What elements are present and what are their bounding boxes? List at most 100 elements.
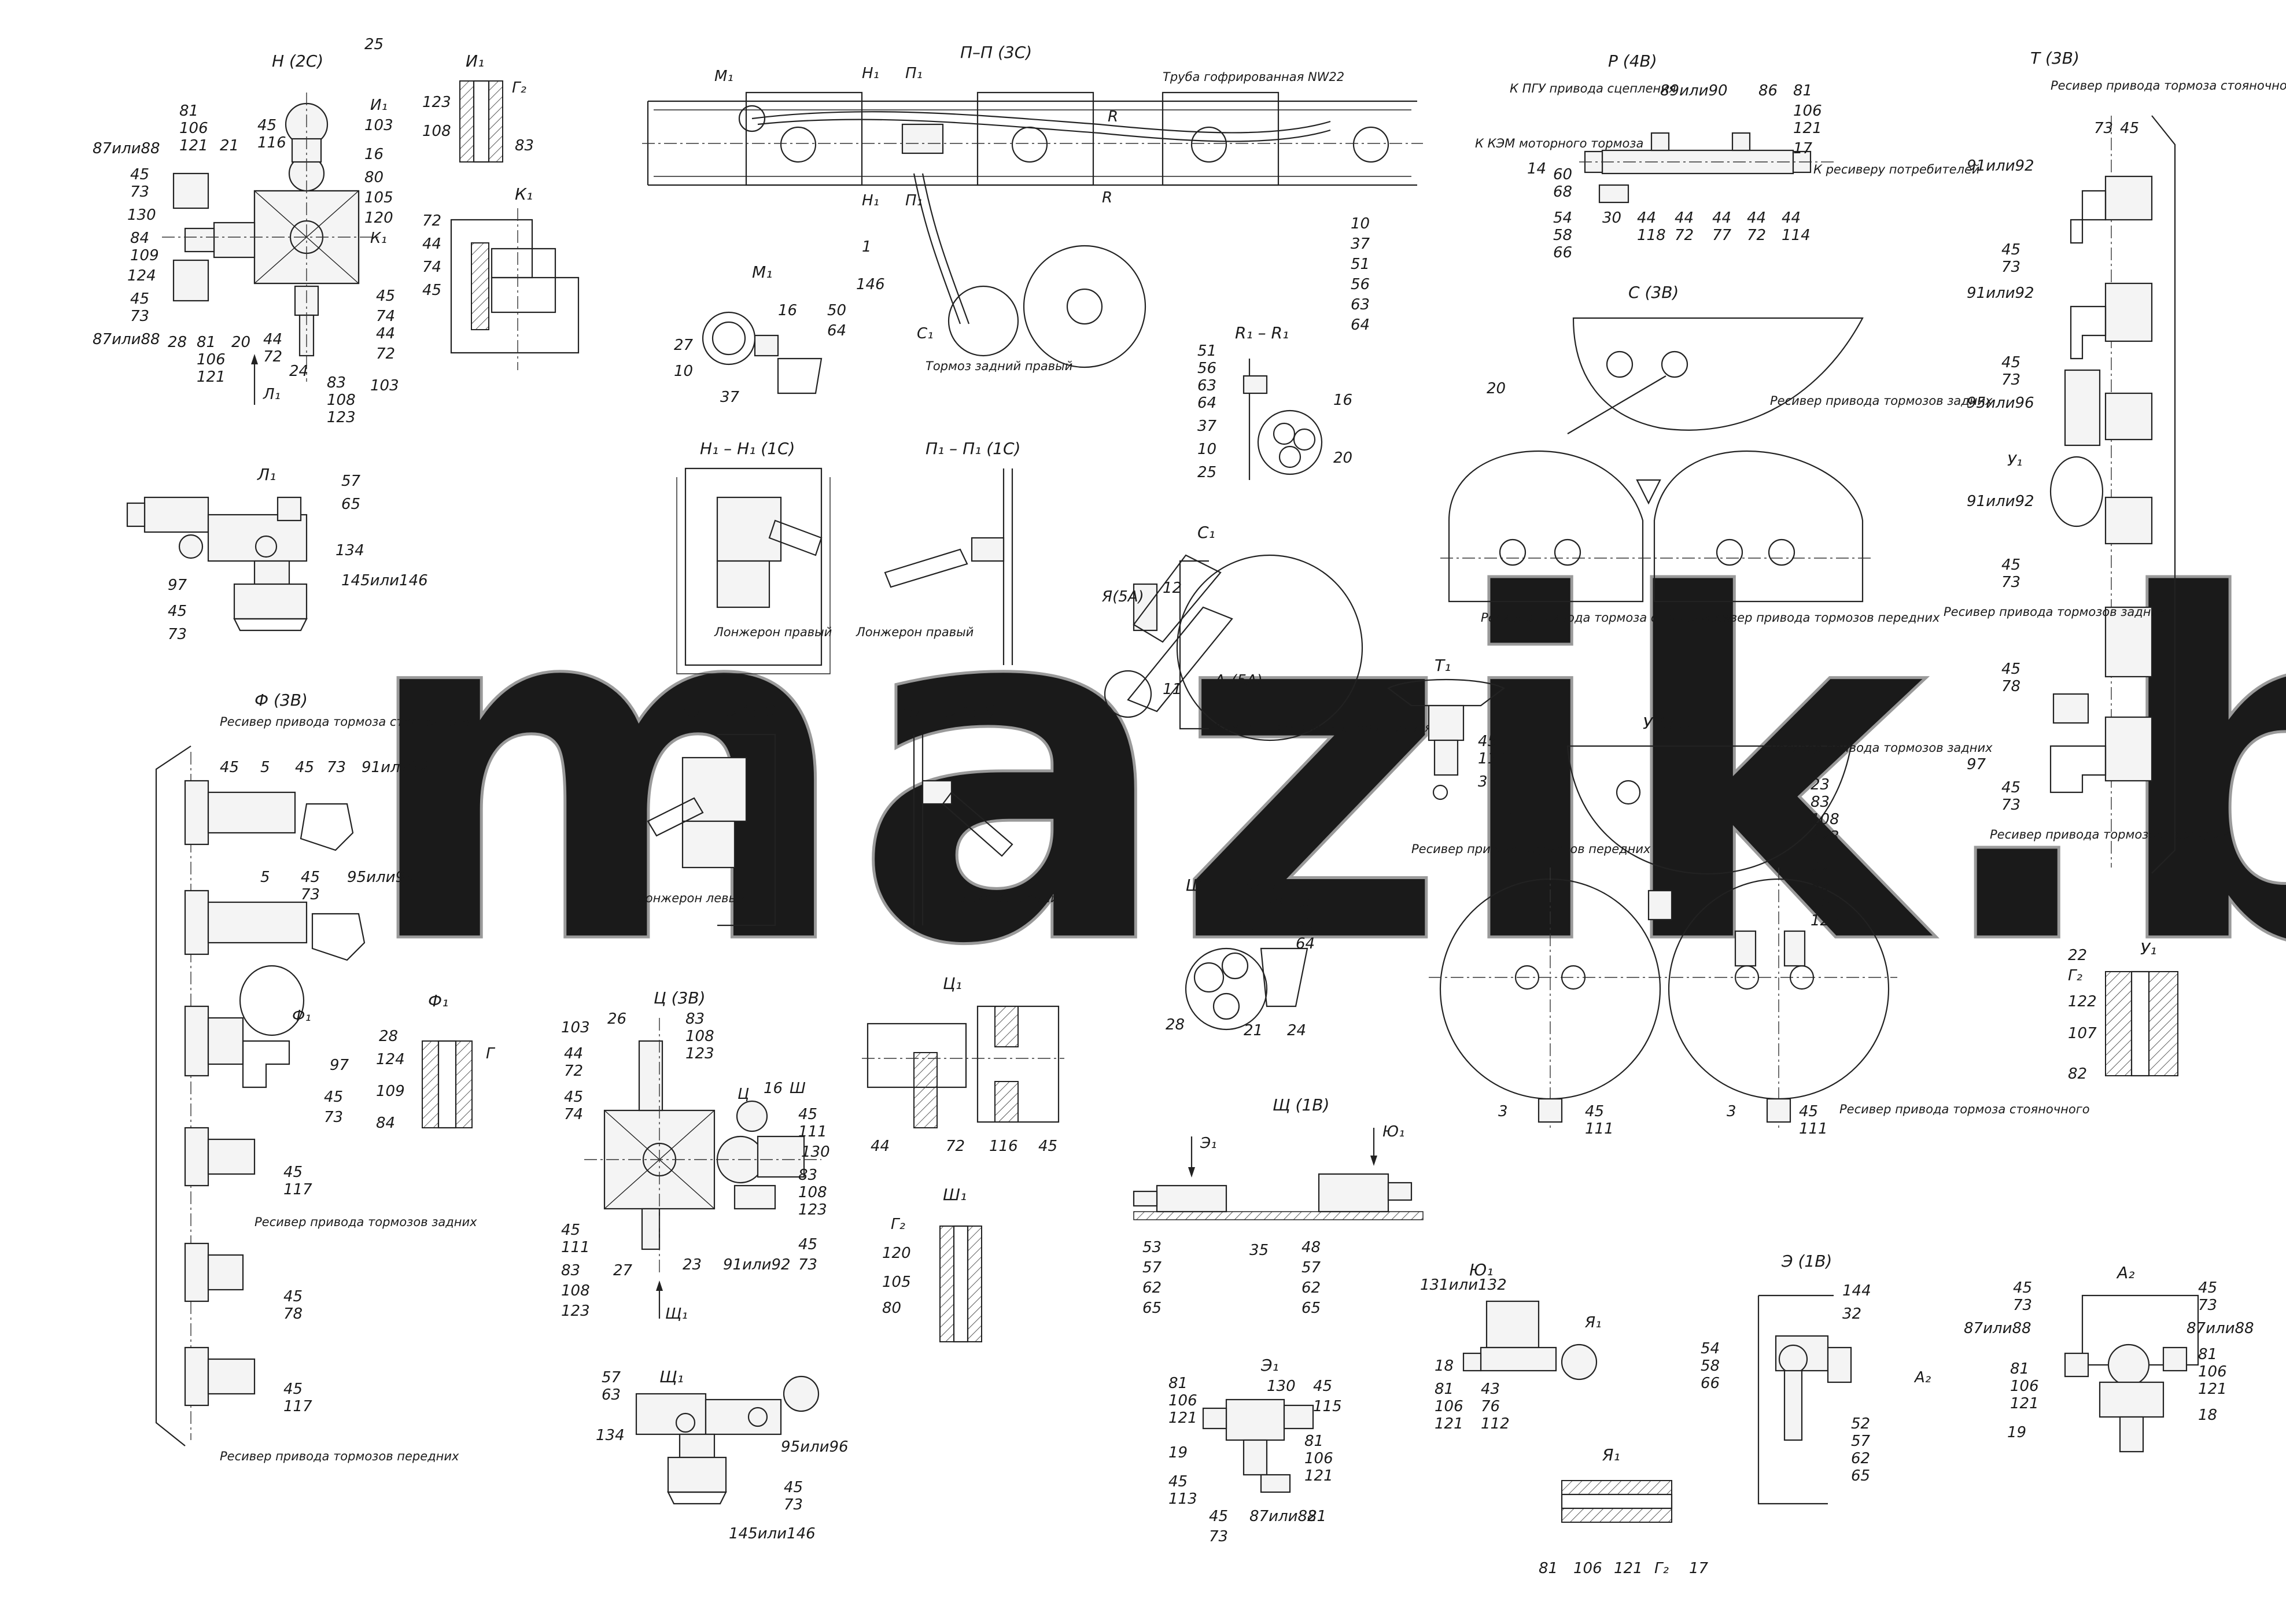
- svg-text:82: 82: [2068, 1065, 2087, 1083]
- view-e: Э (1В) 144 32 54 58 66 А₂ 52 57 62 65: [1701, 1252, 1931, 1505]
- svg-text:51: 51: [1351, 256, 1370, 273]
- svg-text:45: 45: [2001, 354, 2020, 371]
- svg-text:72: 72: [263, 348, 282, 366]
- svg-text:Ресивер привода тормозов задни: Ресивер привода тормозов задних: [255, 1215, 477, 1229]
- svg-text:Т₁: Т₁: [1435, 656, 1451, 675]
- svg-text:72: 72: [422, 212, 441, 230]
- svg-text:120: 120: [882, 1245, 911, 1262]
- svg-text:95или96: 95или96: [781, 1438, 849, 1456]
- svg-text:28: 28: [1166, 1016, 1185, 1034]
- svg-text:Г₂: Г₂: [1654, 1560, 1669, 1577]
- view-a2: А₂ 45 73 87или88 81 106 121 19 45 73 87и…: [1964, 1263, 2254, 1453]
- svg-text:81: 81: [1435, 1381, 1454, 1398]
- svg-text:106: 106: [179, 120, 208, 137]
- svg-text:26: 26: [607, 1010, 626, 1028]
- view-r1: R₁ – R₁ 51 56 63 64 37 10 25 16 20: [1197, 323, 1352, 481]
- svg-text:111: 111: [561, 1239, 590, 1256]
- svg-text:М₁: М₁: [714, 68, 733, 85]
- svg-text:Ресивер привода тормозов задни: Ресивер привода тормозов задних: [1770, 394, 1993, 408]
- svg-text:Камера тормозная задняя правая: Камера тормозная задняя правая: [1215, 721, 1432, 735]
- svg-text:16: 16: [764, 1080, 783, 1097]
- view-p1p1: П₁ – П₁ (1С) Лонжерон правый: [856, 439, 1020, 665]
- svg-text:45: 45: [324, 1088, 343, 1106]
- svg-text:121: 121: [2010, 1395, 2039, 1412]
- svg-text:58: 58: [1553, 227, 1572, 244]
- svg-text:44: 44: [1747, 209, 1766, 227]
- svg-text:10: 10: [1197, 441, 1216, 458]
- svg-text:65: 65: [341, 496, 360, 513]
- svg-text:78: 78: [2001, 678, 2020, 695]
- svg-text:45: 45: [130, 290, 149, 308]
- svg-text:103: 103: [370, 377, 399, 394]
- svg-text:73: 73: [327, 759, 346, 776]
- svg-text:К₁: К₁: [515, 184, 533, 204]
- svg-text:5: 5: [260, 869, 270, 886]
- svg-text:П₁ – П₁ (1С): П₁ – П₁ (1С): [926, 439, 1020, 458]
- svg-text:66: 66: [1701, 1375, 1720, 1392]
- view-c1: С₁ Я(5А) 12 А₁(5А) 11 Камера тормозная з…: [1101, 523, 1432, 741]
- svg-text:84: 84: [376, 1114, 395, 1132]
- svg-text:Лонжерон левый: Лонжерон левый: [636, 891, 746, 905]
- svg-text:54: 54: [1553, 209, 1572, 227]
- svg-text:73: 73: [130, 183, 149, 201]
- svg-text:81: 81: [179, 102, 198, 120]
- svg-text:21: 21: [1244, 1022, 1263, 1039]
- svg-text:37: 37: [1351, 235, 1370, 253]
- svg-text:Ресивер привода тормоза стояно: Ресивер привода тормоза стояночного: [220, 715, 470, 729]
- svg-text:72: 72: [946, 1138, 965, 1155]
- svg-text:80: 80: [882, 1300, 901, 1317]
- svg-text:Ш₁: Ш₁: [943, 1185, 967, 1204]
- svg-text:121: 121: [179, 137, 208, 154]
- svg-text:54: 54: [1701, 1340, 1720, 1357]
- svg-text:16: 16: [364, 146, 384, 163]
- svg-text:С (3В): С (3В): [1628, 283, 1679, 302]
- svg-text:124: 124: [376, 1051, 405, 1068]
- svg-text:И₁: И₁: [370, 97, 388, 114]
- svg-text:65: 65: [1851, 1467, 1870, 1485]
- svg-text:111: 111: [1799, 1120, 1828, 1138]
- svg-text:117: 117: [283, 1181, 312, 1198]
- svg-text:32: 32: [1842, 1305, 1861, 1323]
- view-pp: П–П (3С) М₁ Н₁ П₁ Н₁ П₁ R R 1 146 С₁ 10 …: [642, 43, 1423, 373]
- svg-text:45: 45: [561, 1221, 580, 1239]
- svg-text:Р (4В): Р (4В): [1608, 51, 1657, 71]
- svg-text:45: 45: [798, 1106, 817, 1123]
- svg-text:103: 103: [561, 1019, 590, 1036]
- svg-text:114: 114: [1782, 227, 1811, 244]
- svg-text:Ресивер привода тормозов перед: Ресивер привода тормозов передних: [1411, 842, 1651, 856]
- svg-text:91или92: 91или92: [362, 759, 429, 776]
- svg-text:123: 123: [327, 409, 356, 426]
- svg-text:87или88: 87или88: [2187, 1320, 2254, 1337]
- svg-text:91или92: 91или92: [1967, 157, 2034, 175]
- watermark: mazik.by: [359, 497, 2286, 1049]
- svg-text:83: 83: [1811, 793, 1830, 811]
- svg-text:56: 56: [1197, 360, 1216, 377]
- svg-text:14: 14: [1527, 160, 1546, 178]
- svg-text:45: 45: [2001, 779, 2020, 796]
- svg-text:134: 134: [596, 1427, 625, 1444]
- svg-text:73: 73: [798, 1256, 817, 1274]
- svg-text:К КЭМ моторного тормоза: К КЭМ моторного тормоза: [1475, 136, 1643, 150]
- svg-text:60: 60: [1553, 166, 1572, 183]
- svg-text:45: 45: [257, 117, 276, 134]
- svg-text:Тормоз задний правый: Тормоз задний правый: [926, 359, 1072, 373]
- svg-text:108: 108: [685, 1028, 714, 1045]
- svg-text:Труба гофрированная NW22: Труба гофрированная NW22: [1163, 70, 1344, 84]
- svg-text:57: 57: [1142, 1259, 1162, 1276]
- svg-text:81: 81: [2198, 1346, 2217, 1363]
- svg-text:44: 44: [376, 325, 395, 342]
- svg-text:28: 28: [379, 1028, 398, 1045]
- svg-text:64: 64: [1351, 316, 1370, 334]
- view-m1: М₁ 16 50 64 27 10 37: [674, 263, 846, 406]
- svg-text:89или90: 89или90: [1660, 82, 1728, 99]
- svg-text:145или146: 145или146: [729, 1525, 816, 1542]
- svg-text:Ресивер привода тормозов перед: Ресивер привода тормозов передних: [1990, 828, 2229, 841]
- svg-text:45: 45: [1313, 1378, 1332, 1395]
- svg-text:44: 44: [1637, 209, 1656, 227]
- svg-text:20: 20: [231, 334, 250, 351]
- svg-text:73: 73: [324, 1109, 343, 1126]
- view-sh1: Ш₁ Г₂ 120 105 80: [882, 1185, 982, 1343]
- svg-text:45: 45: [798, 1236, 817, 1253]
- svg-text:22: 22: [1811, 860, 1830, 877]
